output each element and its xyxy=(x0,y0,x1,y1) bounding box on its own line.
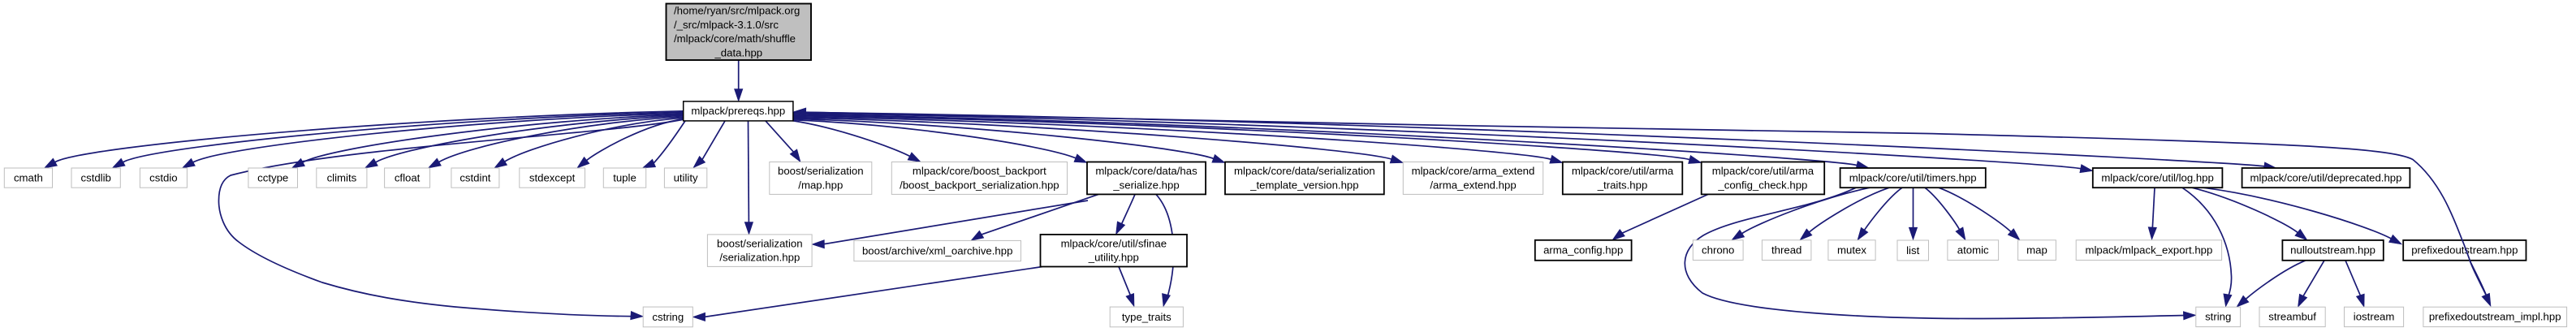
svg-text:type_traits: type_traits xyxy=(1122,311,1171,323)
svg-text:mlpack/core/data/has: mlpack/core/data/has xyxy=(1095,165,1197,177)
svg-text:/mlpack/core/math/shuffle: /mlpack/core/math/shuffle xyxy=(674,32,796,45)
svg-text:mlpack/core/util/timers.hpp: mlpack/core/util/timers.hpp xyxy=(1849,171,1977,183)
svg-text:mlpack/core/boost_backport: mlpack/core/boost_backport xyxy=(913,165,1046,177)
svg-text:mutex: mutex xyxy=(1837,244,1866,257)
svg-text:mlpack/core/arma_extend: mlpack/core/arma_extend xyxy=(1412,165,1535,177)
svg-text:cstdio: cstdio xyxy=(149,171,177,183)
svg-text:tuple: tuple xyxy=(613,171,636,183)
svg-text:mlpack/prereqs.hpp: mlpack/prereqs.hpp xyxy=(691,105,785,117)
svg-text:_utility.hpp: _utility.hpp xyxy=(1088,252,1139,264)
svg-text:/boost_backport_serialization.: /boost_backport_serialization.hpp xyxy=(900,179,1059,191)
svg-text:climits: climits xyxy=(327,171,357,183)
svg-text:arma_config.hpp: arma_config.hpp xyxy=(1543,244,1623,257)
svg-text:mlpack/core/util/sfinae: mlpack/core/util/sfinae xyxy=(1061,237,1167,249)
svg-text:/map.hpp: /map.hpp xyxy=(798,179,843,191)
svg-text:string: string xyxy=(2205,311,2231,323)
svg-text:/home/ryan/src/mlpack.org: /home/ryan/src/mlpack.org xyxy=(674,5,800,17)
svg-text:cstdint: cstdint xyxy=(460,171,490,183)
svg-text:mlpack/mlpack_export.hpp: mlpack/mlpack_export.hpp xyxy=(2085,244,2212,257)
svg-text:mlpack/core/data/serialization: mlpack/core/data/serialization xyxy=(1234,165,1375,177)
svg-text:nulloutstream.hpp: nulloutstream.hpp xyxy=(2290,244,2375,257)
svg-text:atomic: atomic xyxy=(1957,244,1989,257)
svg-text:cmath: cmath xyxy=(14,171,43,183)
svg-text:map: map xyxy=(2026,244,2047,257)
svg-text:/arma_extend.hpp: /arma_extend.hpp xyxy=(1430,179,1516,191)
svg-text:stdexcept: stdexcept xyxy=(529,171,576,183)
svg-text:cctype: cctype xyxy=(257,171,288,183)
svg-text:utility: utility xyxy=(674,171,698,183)
svg-text:boost/serialization: boost/serialization xyxy=(778,165,864,177)
svg-text:list: list xyxy=(1906,244,1919,257)
svg-text:boost/archive/xml_oarchive.hpp: boost/archive/xml_oarchive.hpp xyxy=(862,244,1012,257)
svg-text:mlpack/core/util/log.hpp: mlpack/core/util/log.hpp xyxy=(2101,171,2214,183)
svg-text:mlpack/core/util/arma: mlpack/core/util/arma xyxy=(1712,165,1814,177)
svg-text:prefixedoutstream.hpp: prefixedoutstream.hpp xyxy=(2411,244,2518,257)
svg-text:_traits.hpp: _traits.hpp xyxy=(1597,179,1648,191)
svg-text:_serialize.hpp: _serialize.hpp xyxy=(1112,179,1179,191)
svg-text:_data.hpp: _data.hpp xyxy=(714,47,762,59)
svg-text:_config_check.hpp: _config_check.hpp xyxy=(1717,179,1807,191)
svg-text:/serialization.hpp: /serialization.hpp xyxy=(719,252,800,264)
svg-text:_template_version.hpp: _template_version.hpp xyxy=(1249,179,1358,191)
svg-text:iostream: iostream xyxy=(2354,311,2395,323)
svg-text:cfloat: cfloat xyxy=(395,171,421,183)
svg-text:chrono: chrono xyxy=(1702,244,1734,257)
svg-text:cstring: cstring xyxy=(652,311,684,323)
svg-text:mlpack/core/util/arma: mlpack/core/util/arma xyxy=(1572,165,1674,177)
svg-text:prefixedoutstream_impl.hpp: prefixedoutstream_impl.hpp xyxy=(2429,311,2561,323)
svg-text:thread: thread xyxy=(1771,244,1801,257)
svg-text:mlpack/core/util/deprecated.hp: mlpack/core/util/deprecated.hpp xyxy=(2250,171,2402,183)
svg-text:streambuf: streambuf xyxy=(2268,311,2316,323)
svg-text:cstdlib: cstdlib xyxy=(81,171,111,183)
svg-text:/_src/mlpack-3.1.0/src: /_src/mlpack-3.1.0/src xyxy=(674,19,779,31)
svg-text:boost/serialization: boost/serialization xyxy=(717,237,803,249)
